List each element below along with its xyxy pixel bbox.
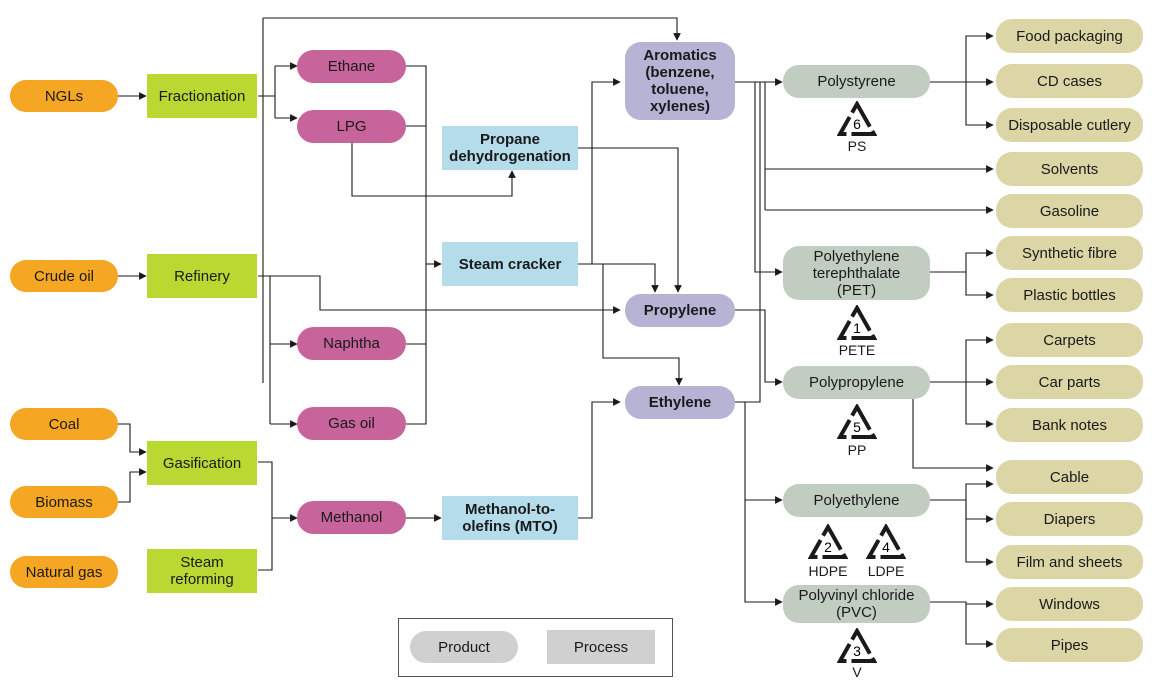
svg-text:1: 1 — [853, 320, 861, 336]
refinery-node: Refinery — [147, 254, 257, 298]
fractionation-node: Fractionation — [147, 74, 257, 118]
film-and-sheets-node: Film and sheets — [996, 545, 1143, 579]
synthetic-fibre-node: Synthetic fibre — [996, 236, 1143, 270]
methanol-node: Methanol — [297, 501, 406, 534]
aromatics-node: Aromatics (benzene, toluene, xylenes) — [625, 42, 735, 120]
svg-text:2: 2 — [824, 539, 832, 555]
natural-gas-node: Natural gas — [10, 556, 118, 588]
naphtha-node: Naphtha — [297, 327, 406, 360]
gasoline-node: Gasoline — [996, 194, 1143, 228]
plastic-bottles-node: Plastic bottles — [996, 278, 1143, 312]
legend-process: Process — [547, 630, 655, 664]
lpg-node: LPG — [297, 110, 406, 143]
steam-cracker-node: Steam cracker — [442, 242, 578, 286]
propylene-node: Propylene — [625, 294, 735, 327]
recycle-label-v: V — [852, 664, 862, 680]
recycle-icon-hdpe: 2 — [807, 522, 849, 565]
recycle-label-hdpe: HDPE — [808, 563, 848, 579]
windows-node: Windows — [996, 587, 1143, 621]
polystyrene-node: Polystyrene — [783, 65, 930, 98]
gas-oil-node: Gas oil — [297, 407, 406, 440]
steam-reforming-node: Steam reforming — [147, 549, 257, 593]
bank-notes-node: Bank notes — [996, 408, 1143, 442]
recycle-label-pete: PETE — [838, 342, 876, 358]
solvents-node: Solvents — [996, 152, 1143, 186]
biomass-node: Biomass — [10, 486, 118, 518]
disposable-cutlery-node: Disposable cutlery — [996, 108, 1143, 142]
polypropylene-node: Polypropylene — [783, 366, 930, 399]
recycle-icon-pete: 1 — [836, 303, 878, 346]
diapers-node: Diapers — [996, 502, 1143, 536]
mto-node: Methanol-to- olefins (MTO) — [442, 496, 578, 540]
svg-text:6: 6 — [853, 116, 861, 132]
ngls-node: NGLs — [10, 80, 118, 112]
svg-text:3: 3 — [853, 643, 861, 659]
recycle-label-ldpe: LDPE — [867, 563, 905, 579]
pvc-node: Polyvinyl chloride (PVC) — [783, 585, 930, 623]
ethane-node: Ethane — [297, 50, 406, 83]
gasification-node: Gasification — [147, 441, 257, 485]
recycle-label-ps: PS — [847, 138, 867, 154]
food-packaging-node: Food packaging — [996, 19, 1143, 53]
pipes-node: Pipes — [996, 628, 1143, 662]
car-parts-node: Car parts — [996, 365, 1143, 399]
cable-node: Cable — [996, 460, 1143, 494]
recycle-icon-v: 3 — [836, 626, 878, 669]
carpets-node: Carpets — [996, 323, 1143, 357]
recycle-icon-ldpe: 4 — [865, 522, 907, 565]
cd-cases-node: CD cases — [996, 64, 1143, 98]
legend-product: Product — [410, 631, 518, 663]
polyethylene-node: Polyethylene — [783, 484, 930, 517]
coal-node: Coal — [10, 408, 118, 440]
ethylene-node: Ethylene — [625, 386, 735, 419]
recycle-icon-pp: 5 — [836, 402, 878, 445]
crude-oil-node: Crude oil — [10, 260, 118, 292]
recycle-label-pp: PP — [847, 442, 867, 458]
propane-dehydrogenation-node: Propane dehydrogenation — [442, 126, 578, 170]
svg-text:4: 4 — [882, 539, 890, 555]
pet-node: Polyethylene terephthalate (PET) — [783, 246, 930, 300]
svg-text:5: 5 — [853, 419, 861, 435]
recycle-icon-ps: 6 — [836, 99, 878, 142]
